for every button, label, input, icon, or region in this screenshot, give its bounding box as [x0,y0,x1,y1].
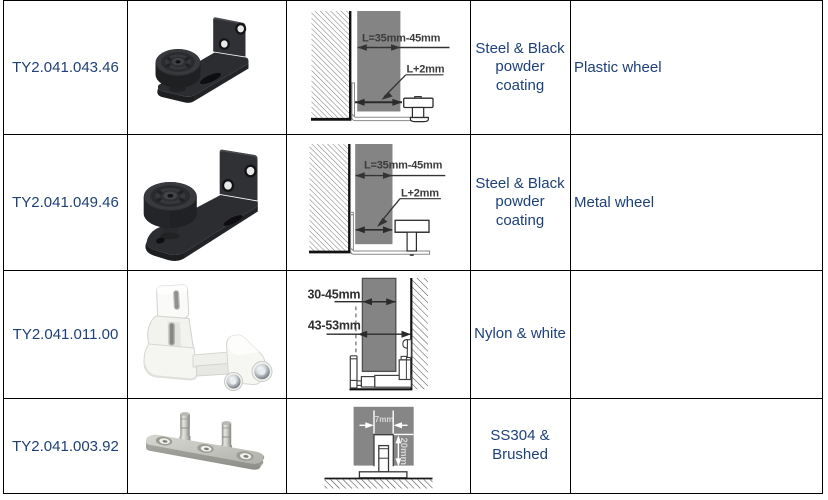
door-panel [361,277,397,373]
installation-diagram-nylon-guide: 30-45mm 43-53mm [308,277,428,391]
product-photo-cell [128,271,287,400]
door-panel [355,144,393,245]
note-text: Plastic wheel [574,59,662,77]
dim-label-groove-depth: 20mm [398,438,409,465]
countersunk-hole [197,444,214,453]
note-text: Metal wheel [574,194,655,212]
material-text: SS304 &Brushed [490,427,550,464]
product-code-text: TY2.041.043.46 [12,59,119,77]
product-photo-black-stay-roller-metal-wheel [143,149,258,261]
product-photo-cell [128,399,287,493]
product-code: TY2.041.049.46 [4,135,128,272]
material-cell: Nylon & white [470,271,571,400]
wall-hatch [311,11,350,119]
dim-label-plate-length: L+2mm [407,63,445,75]
product-photo-cell [128,135,287,272]
product-photo-stainless-t-guide-plate [146,412,265,470]
dim-label-plate-length: L+2mm [401,187,439,199]
diagram-cell [286,1,471,136]
floor-hatch [324,479,433,489]
dim-label-door-thickness: L=35mm-45mm [364,160,443,172]
countersunk-hole [236,451,254,461]
note-cell: Plastic wheel [570,1,822,136]
dim-label-door-thickness: L=35mm-45mm [362,33,441,45]
product-code-text: TY2.041.049.46 [12,194,119,212]
installation-diagram-t-guide: 7mm 20mm [324,406,433,489]
dim-label-door-thickness: 30-45mm [308,288,361,302]
product-photo-cell [128,1,287,136]
product-code: TY2.041.003.92 [4,399,128,493]
material-cell: SS304 &Brushed [471,399,571,493]
note-cell [570,271,822,400]
product-code-text: TY2.041.011.00 [12,326,119,344]
product-code-text: TY2.041.003.92 [12,437,119,455]
installation-diagram-stay-roller-metal: L=35mm-45mm L+2mm [309,144,446,256]
countersunk-hole [155,436,173,446]
product-code: TY2.041.011.00 [4,271,128,400]
product-photo-black-stay-roller-plastic-wheel [155,17,249,103]
material-text: Nylon & white [474,325,566,343]
door-panel [357,11,401,112]
wall-hatch [309,144,349,252]
dim-label-wall-offset: 43-53mm [308,319,361,333]
diagram-cell [286,271,471,400]
note-cell [571,399,823,493]
diagram-cell [286,135,471,272]
installation-diagram-stay-roller-plastic: L=35mm-45mm L+2mm [311,11,450,123]
product-code: TY2.041.043.46 [4,1,128,136]
note-cell: Metal wheel [570,135,822,272]
diagram-cell [287,399,471,493]
dim-label-groove-width: 7mm [375,415,394,424]
product-photo-white-nylon-floor-guide [143,284,273,391]
wall-hatch [412,278,428,390]
